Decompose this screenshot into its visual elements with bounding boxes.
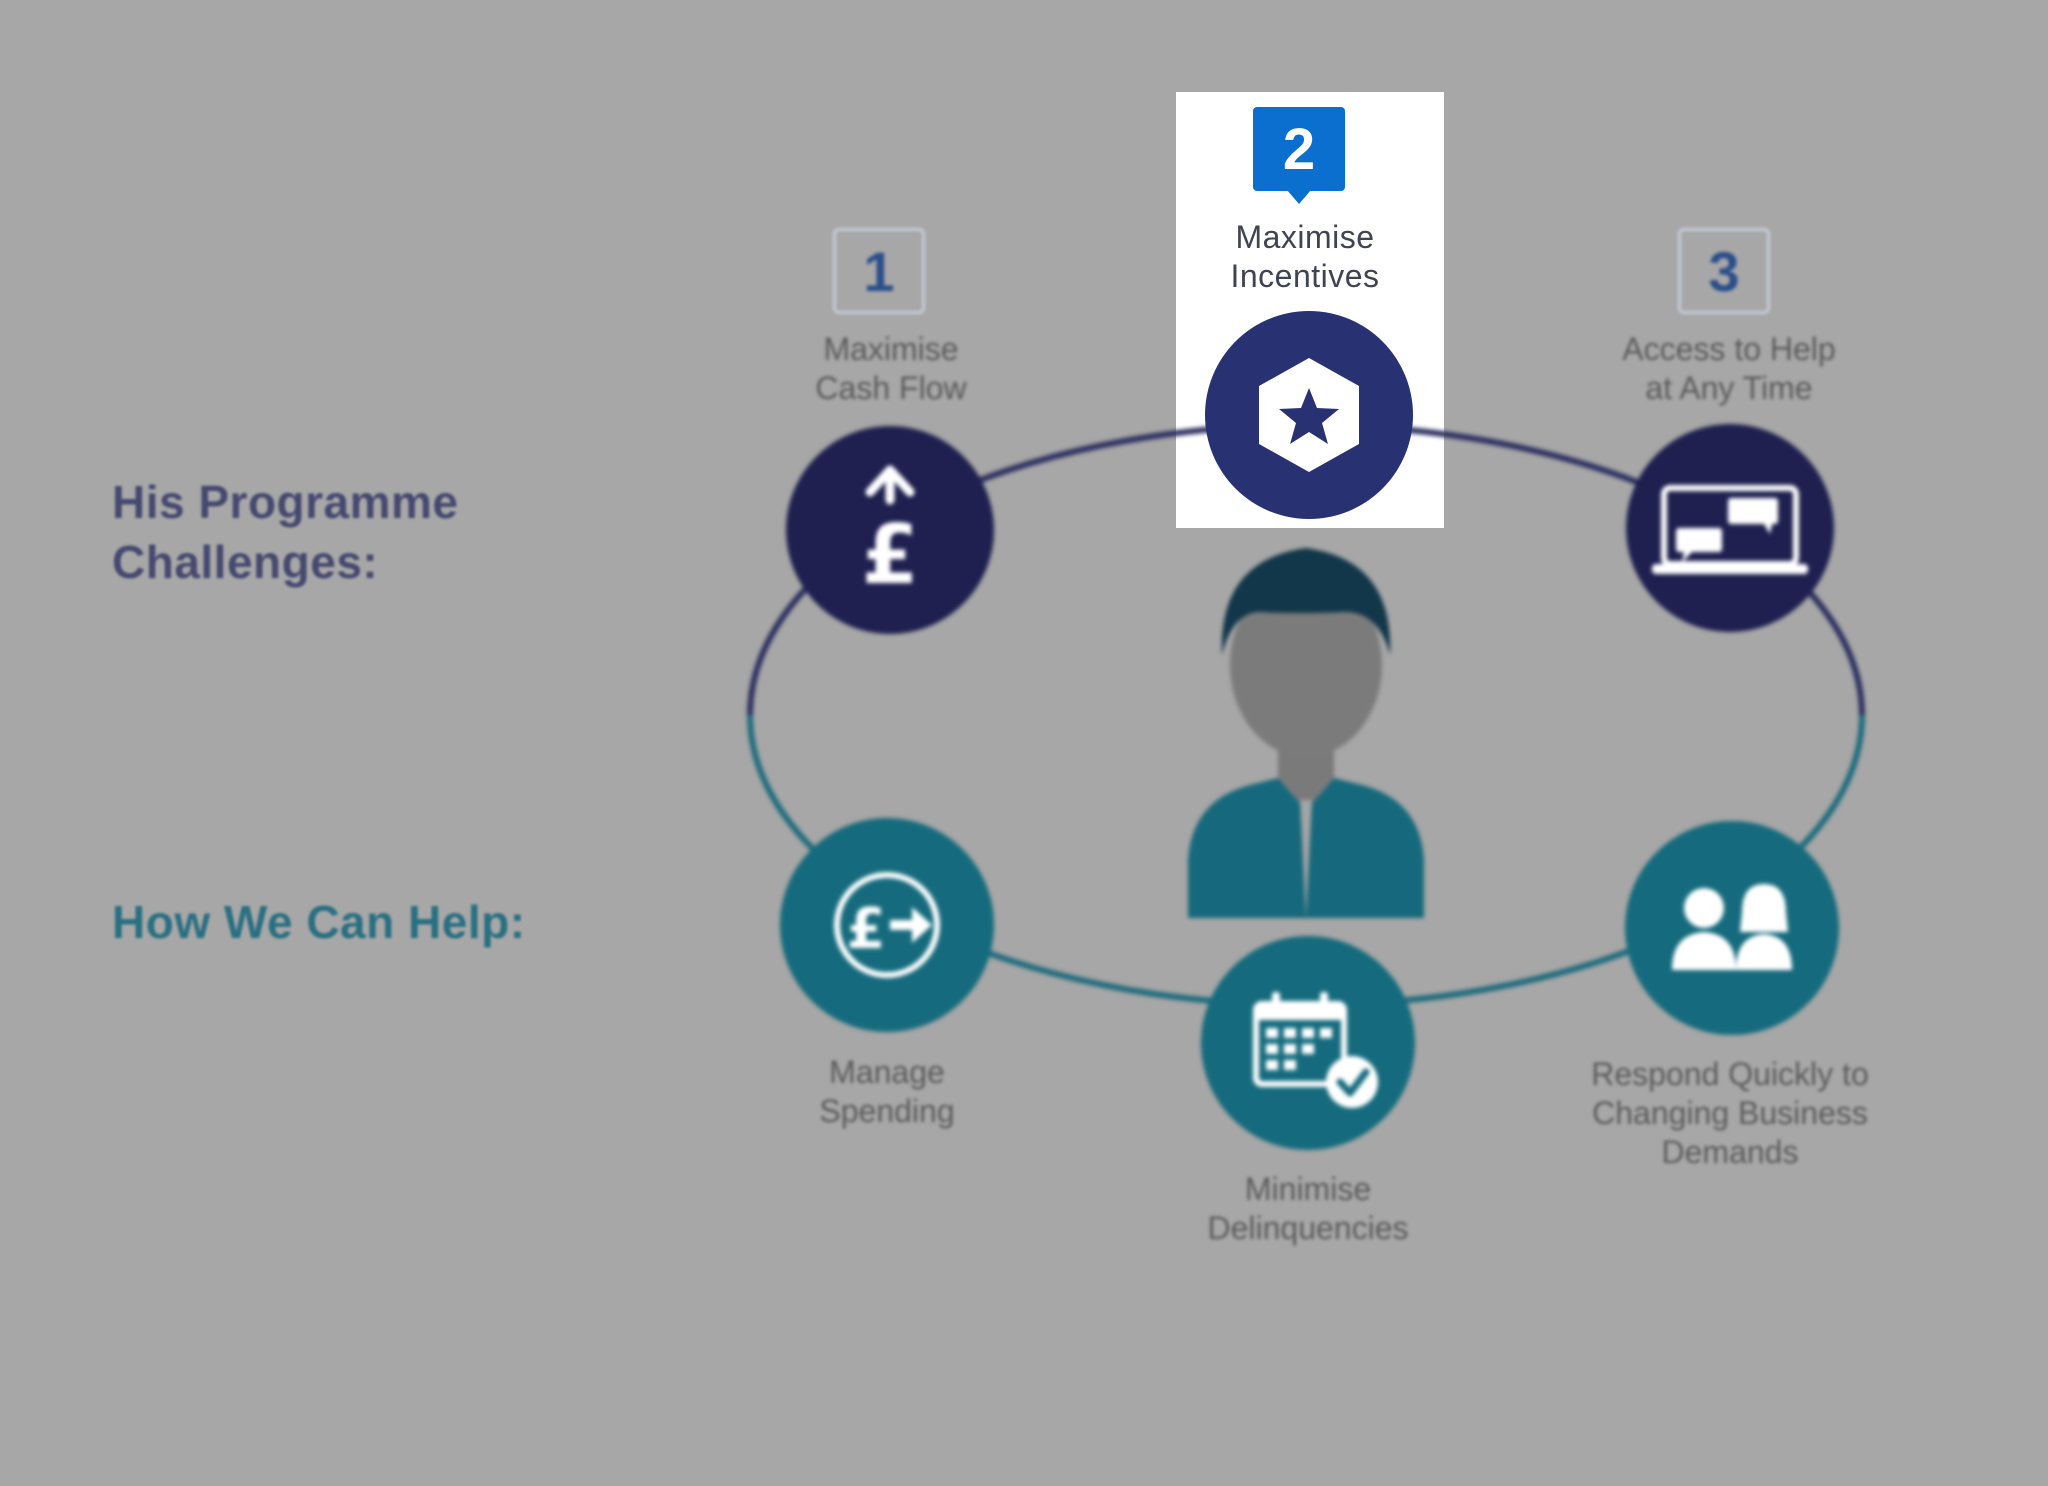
calendar-check-icon (1253, 992, 1378, 1108)
star-hexagon-icon (1259, 358, 1359, 472)
pound-up-arrow-icon: £ (861, 465, 919, 603)
challenge-1-node[interactable]: £ (786, 426, 994, 634)
solution-respond-quickly-label: Respond Quickly to Changing Business Dem… (1591, 1056, 1869, 1170)
challenge-3-number-badge: 3 (1678, 228, 1770, 314)
challenge-2-node[interactable] (1205, 311, 1413, 519)
person-figure (1188, 548, 1424, 918)
challenge-2-label: Maximise Incentives (1230, 219, 1380, 294)
solution-manage-spending-node[interactable]: £ (780, 818, 994, 1032)
challenge-2-number-badge: 2 (1253, 107, 1345, 204)
solution-respond-quickly-node[interactable] (1625, 821, 1839, 1035)
solution-minimise-delinquencies-node[interactable] (1201, 936, 1415, 1150)
challenge-1-label: Maximise Cash Flow (815, 331, 967, 406)
laptop-chat-icon (1652, 485, 1808, 574)
svg-text:£: £ (861, 508, 918, 603)
solution-minimise-delinquencies-label: Minimise Delinquencies (1207, 1171, 1409, 1246)
pound-arrow-circle-icon: £ (834, 872, 940, 978)
people-icon (1672, 884, 1792, 970)
challenge-3-label: Access to Help at Any Time (1622, 331, 1836, 406)
challenge-3-node[interactable] (1626, 424, 1834, 632)
svg-text:£: £ (847, 897, 886, 962)
help-heading: How We Can Help: (112, 896, 526, 948)
solution-manage-spending-label: Manage Spending (819, 1054, 955, 1129)
challenge-1-number-badge: 1 (833, 228, 925, 314)
challenges-heading: His Programme Challenges: (112, 476, 459, 588)
